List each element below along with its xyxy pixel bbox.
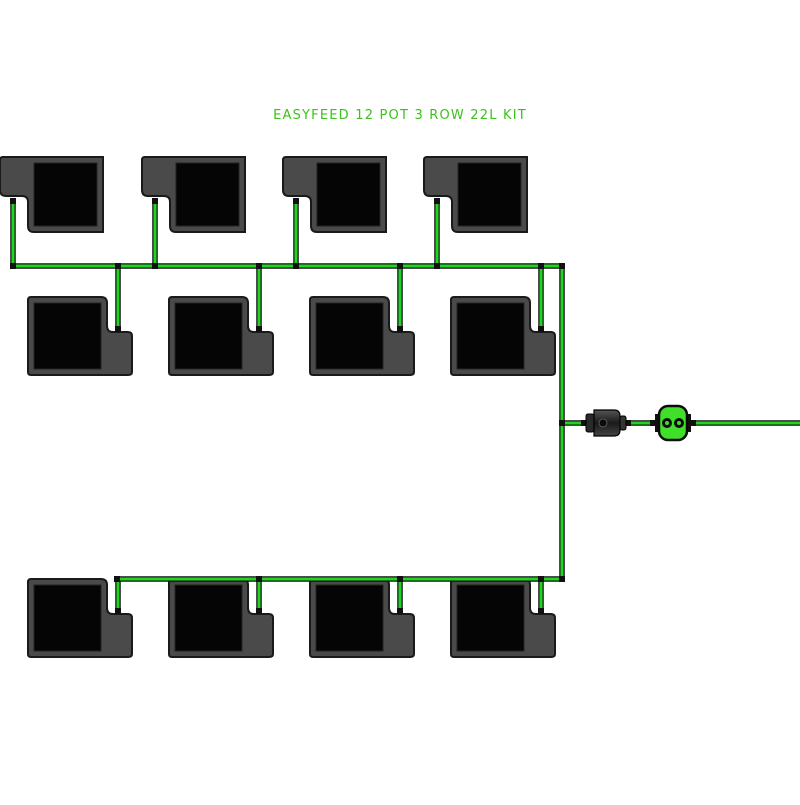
- pot: [141, 156, 246, 233]
- tube-fittings: [10, 198, 696, 614]
- pot: [423, 156, 528, 233]
- pot: [450, 296, 556, 376]
- pot-row-1: [0, 156, 528, 233]
- pot: [27, 578, 133, 658]
- pot-row-2: [27, 296, 556, 376]
- pot: [282, 156, 387, 233]
- filter-icon: [585, 409, 627, 437]
- pot: [309, 578, 415, 658]
- pot-row-3: [27, 578, 556, 658]
- feed-tubing: [10, 202, 800, 609]
- pot: [168, 296, 274, 376]
- pot: [0, 156, 104, 233]
- pot: [168, 578, 274, 658]
- pot: [27, 296, 133, 376]
- pot: [309, 296, 415, 376]
- pot: [450, 578, 556, 658]
- kit-title: EASYFEED 12 POT 3 ROW 22L KIT: [273, 108, 527, 123]
- valve-icon: [655, 404, 691, 442]
